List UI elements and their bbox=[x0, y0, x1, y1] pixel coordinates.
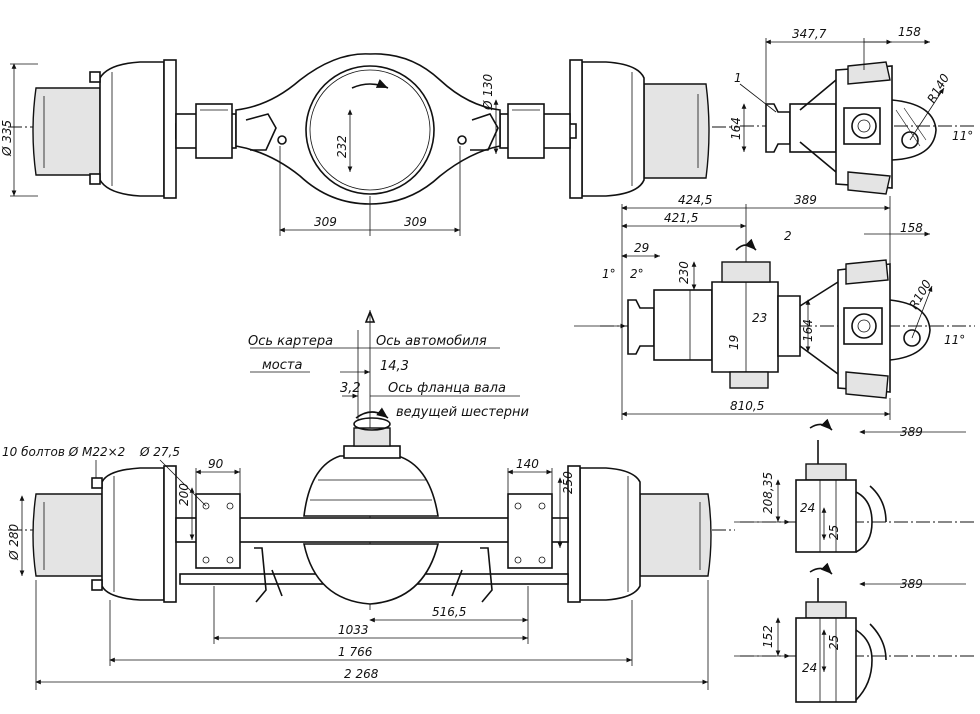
dim-hole: Ø 27,5 bbox=[139, 445, 180, 459]
dim-200: 200 bbox=[177, 483, 191, 506]
left-hub-cap bbox=[32, 87, 101, 176]
note-3-2: 3,2 bbox=[340, 381, 361, 396]
dim-230: 230 bbox=[677, 261, 691, 284]
dim-2deg: 2° bbox=[630, 267, 644, 281]
dim-389-a: 389 bbox=[900, 425, 923, 439]
dim-r100: R100 bbox=[906, 277, 934, 311]
front-right-pad bbox=[507, 493, 553, 569]
dim-152: 152 bbox=[761, 625, 775, 648]
front-left-hub bbox=[32, 493, 103, 577]
reduction-housing bbox=[711, 281, 779, 373]
pinion-flange-mid bbox=[627, 299, 655, 355]
left-brake-drum bbox=[99, 61, 165, 197]
front-left-drum bbox=[101, 467, 165, 601]
front-left-pad bbox=[195, 493, 241, 569]
callout-1: 1 bbox=[734, 71, 742, 85]
dim-11-mid: 11° bbox=[944, 333, 965, 347]
dim-29: 29 bbox=[634, 241, 649, 255]
dim-347: 347,7 bbox=[792, 27, 827, 41]
front-right-hub bbox=[639, 493, 712, 577]
detail-views: 389 208,35 24 25 389 152 25 24 bbox=[734, 418, 975, 703]
dim-drum-dia: Ø 335 bbox=[0, 120, 14, 157]
diff-upper bbox=[303, 455, 439, 517]
dim-24-b: 24 bbox=[802, 661, 817, 675]
dim-164-mid: 164 bbox=[801, 319, 815, 342]
top-view: Ø 335 Ø 130 232 309 309 bbox=[0, 53, 740, 236]
dim-2268: 2 268 bbox=[344, 667, 379, 681]
side-view-top: 347,7 158 R140 11° 164 1 bbox=[729, 25, 975, 195]
detail-upper-housing bbox=[795, 479, 857, 553]
dim-1033: 1033 bbox=[338, 623, 369, 637]
differential-circle bbox=[305, 65, 435, 195]
dim-bulge: 232 bbox=[335, 135, 349, 158]
axle-beam bbox=[175, 517, 569, 543]
note-flange-axis: Ось фланца вала bbox=[388, 381, 506, 396]
dim-19: 19 bbox=[727, 335, 741, 350]
right-brake-drum bbox=[581, 61, 645, 197]
dim-516: 516,5 bbox=[432, 605, 466, 619]
dim-810: 810,5 bbox=[730, 399, 764, 413]
dim-164-top: 164 bbox=[729, 117, 743, 140]
dim-24-a: 24 bbox=[800, 501, 815, 515]
dim-309-left: 309 bbox=[314, 215, 337, 229]
dim-309-right: 309 bbox=[404, 215, 427, 229]
pinion-flange bbox=[765, 103, 791, 153]
dim-r140: R140 bbox=[924, 71, 952, 105]
note-housing-axis: Ось картера bbox=[248, 334, 333, 349]
dim-140: 140 bbox=[516, 457, 539, 471]
note-vehicle-axis: Ось автомобиля bbox=[376, 334, 487, 349]
dim-23: 23 bbox=[752, 311, 767, 325]
axis-notes: Ось картера моста Ось автомобиля 14,3 3,… bbox=[248, 309, 529, 610]
dim-280: Ø 280 bbox=[7, 523, 21, 561]
callout-2: 2 bbox=[784, 229, 792, 243]
front-view: 10 болтов Ø М22×2 Ø 27,5 90 200 140 250 … bbox=[2, 407, 735, 690]
right-spring-pad bbox=[507, 103, 545, 159]
front-right-drum bbox=[579, 467, 641, 601]
dim-389-mid: 389 bbox=[794, 193, 817, 207]
dim-flange-dia: Ø 130 bbox=[481, 73, 495, 111]
dim-158-top: 158 bbox=[898, 25, 921, 39]
dim-25-a: 25 bbox=[827, 525, 841, 540]
dim-1deg: 1° bbox=[602, 267, 616, 281]
left-spring-pad bbox=[195, 103, 233, 159]
dim-1766: 1 766 bbox=[338, 645, 373, 659]
axle-housing-plan bbox=[235, 53, 501, 205]
note-housing-axis-2: моста bbox=[262, 358, 302, 373]
note-14-3: 14,3 bbox=[380, 359, 409, 374]
detail-lower-housing bbox=[795, 617, 857, 703]
dim-158-mid: 158 bbox=[900, 221, 923, 235]
dim-90: 90 bbox=[208, 457, 224, 471]
dim-421: 421,5 bbox=[664, 211, 698, 225]
dim-424: 424,5 bbox=[678, 193, 712, 207]
side-view-mid: 424,5 389 421,5 29 230 2 158 R100 1° 2° … bbox=[574, 193, 975, 420]
dim-25-b: 25 bbox=[827, 635, 841, 650]
right-hub-cap bbox=[643, 83, 710, 179]
diff-lower bbox=[303, 543, 440, 605]
dim-208: 208,35 bbox=[761, 472, 775, 514]
dim-389-b: 389 bbox=[900, 577, 923, 591]
dim-bolts: 10 болтов Ø М22×2 bbox=[2, 445, 125, 459]
note-flange-axis-2: ведущей шестерни bbox=[396, 405, 529, 420]
dim-250: 250 bbox=[561, 471, 575, 494]
dim-11-top: 11° bbox=[952, 129, 973, 143]
